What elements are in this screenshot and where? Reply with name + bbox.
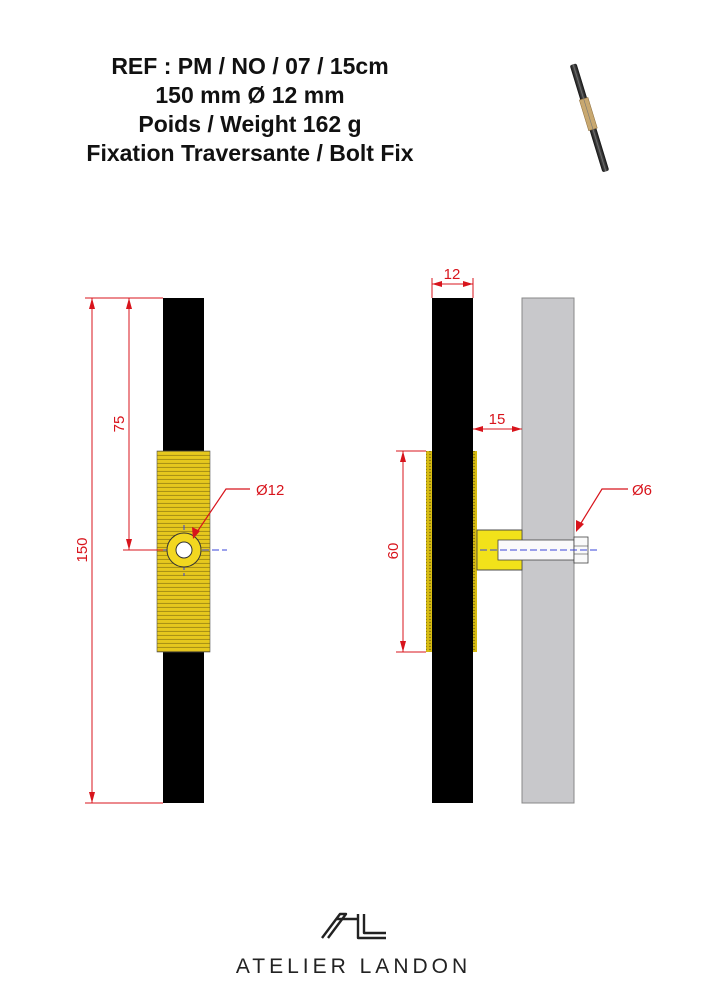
- brand-name: ATELIER LANDON: [235, 955, 472, 978]
- product-size: 150 mm Ø 12 mm: [155, 82, 345, 108]
- side-bar: [432, 298, 473, 803]
- brand-logo-icon: [321, 912, 386, 940]
- dimension-standoff: [473, 426, 522, 432]
- product-reference: REF : PM / NO / 07 / 15cm: [111, 53, 389, 79]
- front-view: 150 75 Ø12: [74, 297, 284, 804]
- dimension-bar-width: [431, 278, 474, 298]
- product-header: REF : PM / NO / 07 / 15cm 150 mm Ø 12 mm…: [45, 52, 455, 168]
- diameter-callout: [192, 488, 250, 539]
- bolt: [480, 536, 600, 564]
- grip-length-label: 60: [385, 543, 402, 560]
- side-grip-right: [473, 451, 477, 652]
- dimension-grip-length: [396, 450, 426, 653]
- bolt-diameter-label: Ø6: [632, 482, 652, 499]
- product-fixation: Fixation Traversante / Bolt Fix: [86, 140, 414, 166]
- standoff-label: 15: [489, 411, 506, 428]
- bar-width-label: 12: [444, 266, 461, 283]
- bolt-diameter-callout: [576, 488, 628, 532]
- total-length-label: 150: [74, 537, 91, 562]
- bolt-position-label: 75: [111, 416, 128, 433]
- dimension-bolt-position: [123, 298, 163, 551]
- bar-diameter-label: Ø12: [256, 482, 284, 499]
- product-weight: Poids / Weight 162 g: [138, 111, 362, 137]
- side-grip-left: [426, 451, 432, 652]
- bolt-hole-icon: [152, 525, 227, 576]
- side-view: 12 15 60 Ø6: [385, 266, 652, 804]
- product-thumbnail: [570, 63, 609, 172]
- dimension-total-length: [85, 297, 163, 804]
